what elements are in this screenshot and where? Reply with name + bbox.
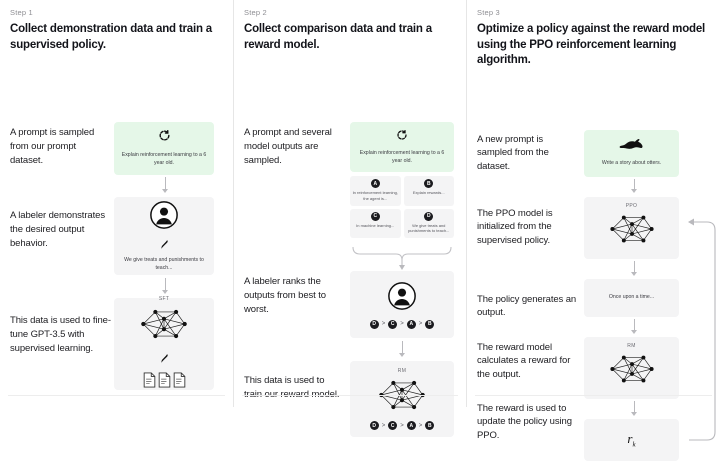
step-3-output-card: Once upon a time...: [584, 278, 679, 317]
rm-rank-4-badge: B: [425, 421, 435, 431]
step-2-column: Step 2 Collect comparison data and train…: [233, 0, 466, 438]
step-3-arrow-3: [631, 318, 637, 334]
otter-icon: [619, 138, 645, 156]
step-2-ranking-card: D > C > A > B: [350, 271, 454, 339]
badge-c: C: [370, 211, 380, 221]
reward-formula: rk: [627, 431, 635, 449]
rank-1-badge: D: [369, 319, 379, 329]
document-icon: [143, 371, 156, 393]
step-1-title: Collect demonstration data and train a s…: [10, 23, 212, 51]
step-3-caption-5: The reward is used to update the policy …: [477, 402, 572, 442]
rm-rank-sep-1: >: [381, 422, 386, 429]
reward-subscript: k: [632, 440, 636, 449]
step-2-bottom-rule: [242, 395, 458, 396]
step-2-caption-2: A labeler ranks the outputs from best to…: [244, 276, 326, 315]
rank-2-badge: C: [388, 319, 398, 329]
step-1-arrow-1: [162, 177, 168, 194]
step-1-labeler-card: We give treats and punishments to teach.…: [114, 197, 214, 276]
step-3-rm-tag: RM: [627, 343, 636, 350]
document-icon: [173, 371, 186, 393]
step-2-prompt-text: Explain reinforcement learning to a 6 ye…: [359, 150, 445, 165]
output-option-a: A In reinforcement learning, the agent i…: [350, 176, 401, 206]
step-1-labeler-text: We give treats and punishments to teach.…: [124, 256, 204, 271]
badge-a: A: [370, 179, 380, 189]
step-3-arrow-4: [631, 400, 637, 416]
step-1-column: Step 1 Collect demonstration data and tr…: [0, 0, 233, 407]
step-2-prompt-card: Explain reinforcement learning to a 6 ye…: [350, 122, 454, 173]
step-2-title: Collect comparison data and train a rewa…: [244, 23, 432, 51]
rank-sep-1: >: [381, 321, 386, 328]
step-1-sft-tag: SFT: [158, 295, 170, 302]
output-option-d: D We give treats and punishments to teac…: [403, 208, 454, 239]
rm-rank-3-badge: A: [406, 421, 416, 431]
step-2-label: Step 2: [244, 8, 267, 17]
rank-sep-2: >: [400, 321, 404, 328]
step-3-prompt-text: Write a story about otters.: [601, 160, 662, 167]
circular-arrows-icon: [158, 129, 171, 147]
rm-rank-sep-3: >: [418, 422, 423, 429]
step-2-brace-arrow: [350, 243, 454, 276]
step-2-reward-model-card: RM: [350, 361, 454, 438]
step-2-caption-3: This data is used to train our reward mo…: [244, 375, 339, 400]
document-icon: [158, 371, 171, 393]
rm-rank-1-badge: D: [369, 421, 379, 431]
output-a-text: In reinforcement learning, the agent is.…: [352, 190, 398, 201]
step-2-outputs: A In reinforcement learning, the agent i…: [350, 176, 454, 239]
step-3-ppo-tag: PPO: [625, 203, 638, 210]
step-3-arrow-2: [631, 260, 637, 276]
step-1-caption-1: A prompt is sampled from our prompt data…: [10, 127, 95, 166]
step-1-arrow-2: [162, 278, 168, 295]
step-1-bottom-rule: [8, 395, 225, 396]
rm-rank-2-badge: C: [388, 421, 398, 431]
step-2-ranking-row: D > C > A > B: [369, 319, 435, 329]
rank-4-badge: B: [425, 319, 435, 329]
step-3-column: Step 3 Optimize a policy against the rew…: [466, 0, 720, 461]
step-3-label: Step 3: [477, 8, 500, 17]
step-3-output-text: Once upon a time...: [608, 293, 655, 300]
step-1-label: Step 1: [10, 8, 33, 17]
step-1-documents: [143, 371, 186, 393]
step-3-ppo-card: PPO: [584, 196, 679, 259]
step-3-caption-3: The policy generates an output.: [477, 293, 577, 319]
step-3-bottom-rule: [475, 395, 712, 396]
rm-rank-sep-2: >: [400, 422, 404, 429]
step-3-arrow-1: [631, 178, 637, 193]
step-1-caption-3: This data is used to fine-tune GPT-3.5 w…: [10, 315, 111, 354]
output-option-c: C In machine learning...: [350, 208, 401, 239]
person-icon: [149, 200, 179, 235]
update-loop-arrow: [675, 215, 719, 448]
neural-network-icon: [607, 211, 657, 252]
step-3-caption-1: A new prompt is sampled from the dataset…: [477, 133, 549, 173]
step-3-reward-model-card: RM: [584, 336, 679, 399]
rank-3-badge: A: [406, 319, 416, 329]
output-d-text: We give treats and punishments to teach.…: [408, 222, 450, 234]
rank-sep-3: >: [418, 321, 423, 328]
badge-b: B: [424, 179, 434, 189]
step-3-caption-4: The reward model calculates a reward for…: [477, 341, 571, 381]
step-3-reward-value-card: rk: [584, 418, 679, 461]
neural-network-icon: [138, 305, 190, 348]
badge-d: D: [424, 211, 434, 221]
step-2-rm-ranking-row: D > C > A > B: [369, 421, 435, 431]
step-1-sft-card: SFT: [114, 295, 214, 393]
circular-arrows-icon: [396, 128, 408, 146]
pen-icon: [160, 351, 169, 369]
step-1-prompt-card: Explain reinforcement learning to a 6 ye…: [114, 122, 214, 176]
step-3-title: Optimize a policy against the reward mod…: [477, 23, 706, 67]
step-3-prompt-card: Write a story about otters.: [584, 129, 679, 177]
output-option-b: B Explain rewards...: [403, 176, 454, 206]
step-3-caption-2: The PPO model is initialized from the su…: [477, 207, 553, 247]
step-2-caption-1: A prompt and several model outputs are s…: [244, 127, 332, 166]
step-2-arrow: [399, 341, 405, 358]
neural-network-icon: [376, 376, 428, 419]
step-1-caption-2: A labeler demonstrates the desired outpu…: [10, 210, 105, 249]
neural-network-icon: [607, 351, 657, 392]
output-b-text: Explain rewards...: [412, 190, 445, 196]
step-2-rm-tag: RM: [397, 368, 407, 375]
pen-icon: [160, 237, 169, 255]
step-1-prompt-text: Explain reinforcement learning to a 6 ye…: [121, 152, 207, 167]
person-icon: [387, 281, 417, 316]
output-c-text: In machine learning...: [356, 222, 395, 228]
